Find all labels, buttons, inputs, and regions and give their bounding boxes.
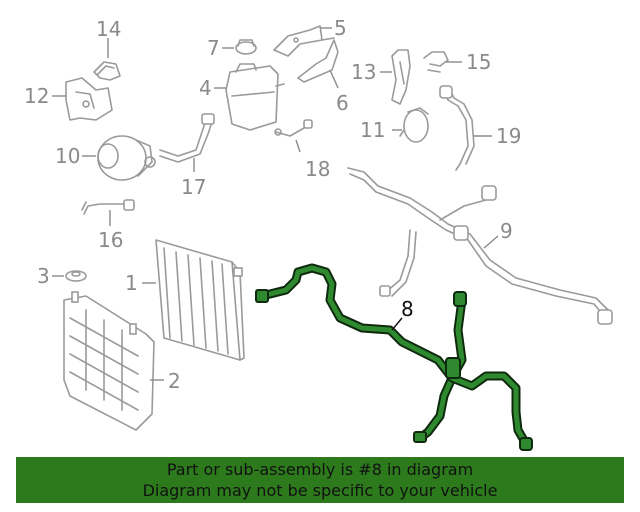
- callout-17: 17: [181, 175, 206, 199]
- part-12-mount[interactable]: [65, 77, 113, 121]
- callout-19: 19: [496, 124, 521, 148]
- callout-11: 11: [360, 118, 385, 142]
- callout-12: 12: [24, 84, 49, 108]
- part-8-hose-highlighted[interactable]: [255, 263, 533, 451]
- part-4-expansion-tank[interactable]: [225, 63, 285, 131]
- footer-line-1: Part or sub-assembly is #8 in diagram: [166, 460, 474, 479]
- part-10-pump[interactable]: [97, 135, 156, 181]
- callout-14: 14: [96, 17, 121, 41]
- part-14-bracket[interactable]: [93, 61, 121, 81]
- footer-line-2: Diagram may not be specific to your vehi…: [142, 481, 498, 500]
- callout-4: 4: [199, 76, 212, 100]
- callout-6: 6: [336, 91, 349, 115]
- callout-1: 1: [125, 271, 138, 295]
- part-1-radiator[interactable]: [155, 239, 245, 361]
- callout-18: 18: [305, 157, 330, 181]
- callout-7: 7: [207, 36, 220, 60]
- callout-10: 10: [55, 144, 80, 168]
- callout-2: 2: [168, 369, 181, 393]
- part-19-hose[interactable]: [439, 85, 475, 171]
- part-15-clamp[interactable]: [423, 51, 449, 73]
- callout-8: 8: [401, 297, 414, 321]
- footer-banner: Part or sub-assembly is #8 in diagram Di…: [16, 457, 624, 503]
- callout-16: 16: [98, 228, 123, 252]
- part-6-bracket[interactable]: [297, 37, 339, 83]
- part-16-hose[interactable]: [81, 199, 135, 215]
- part-9-hose-assembly[interactable]: [347, 167, 613, 325]
- part-7-cap[interactable]: [235, 39, 257, 55]
- callout-13: 13: [351, 60, 376, 84]
- callout-15: 15: [466, 50, 491, 74]
- callout-5: 5: [334, 16, 347, 40]
- part-13-bracket[interactable]: [391, 49, 411, 105]
- part-17-hose[interactable]: [159, 113, 215, 163]
- part-3-washer[interactable]: [65, 270, 87, 282]
- part-2-housing[interactable]: [63, 291, 155, 431]
- part-5-bracket[interactable]: [273, 25, 323, 57]
- callout-3: 3: [37, 264, 50, 288]
- part-18-fitting[interactable]: [274, 119, 313, 137]
- callout-9: 9: [500, 219, 513, 243]
- part-11-aux-pump[interactable]: [399, 107, 429, 143]
